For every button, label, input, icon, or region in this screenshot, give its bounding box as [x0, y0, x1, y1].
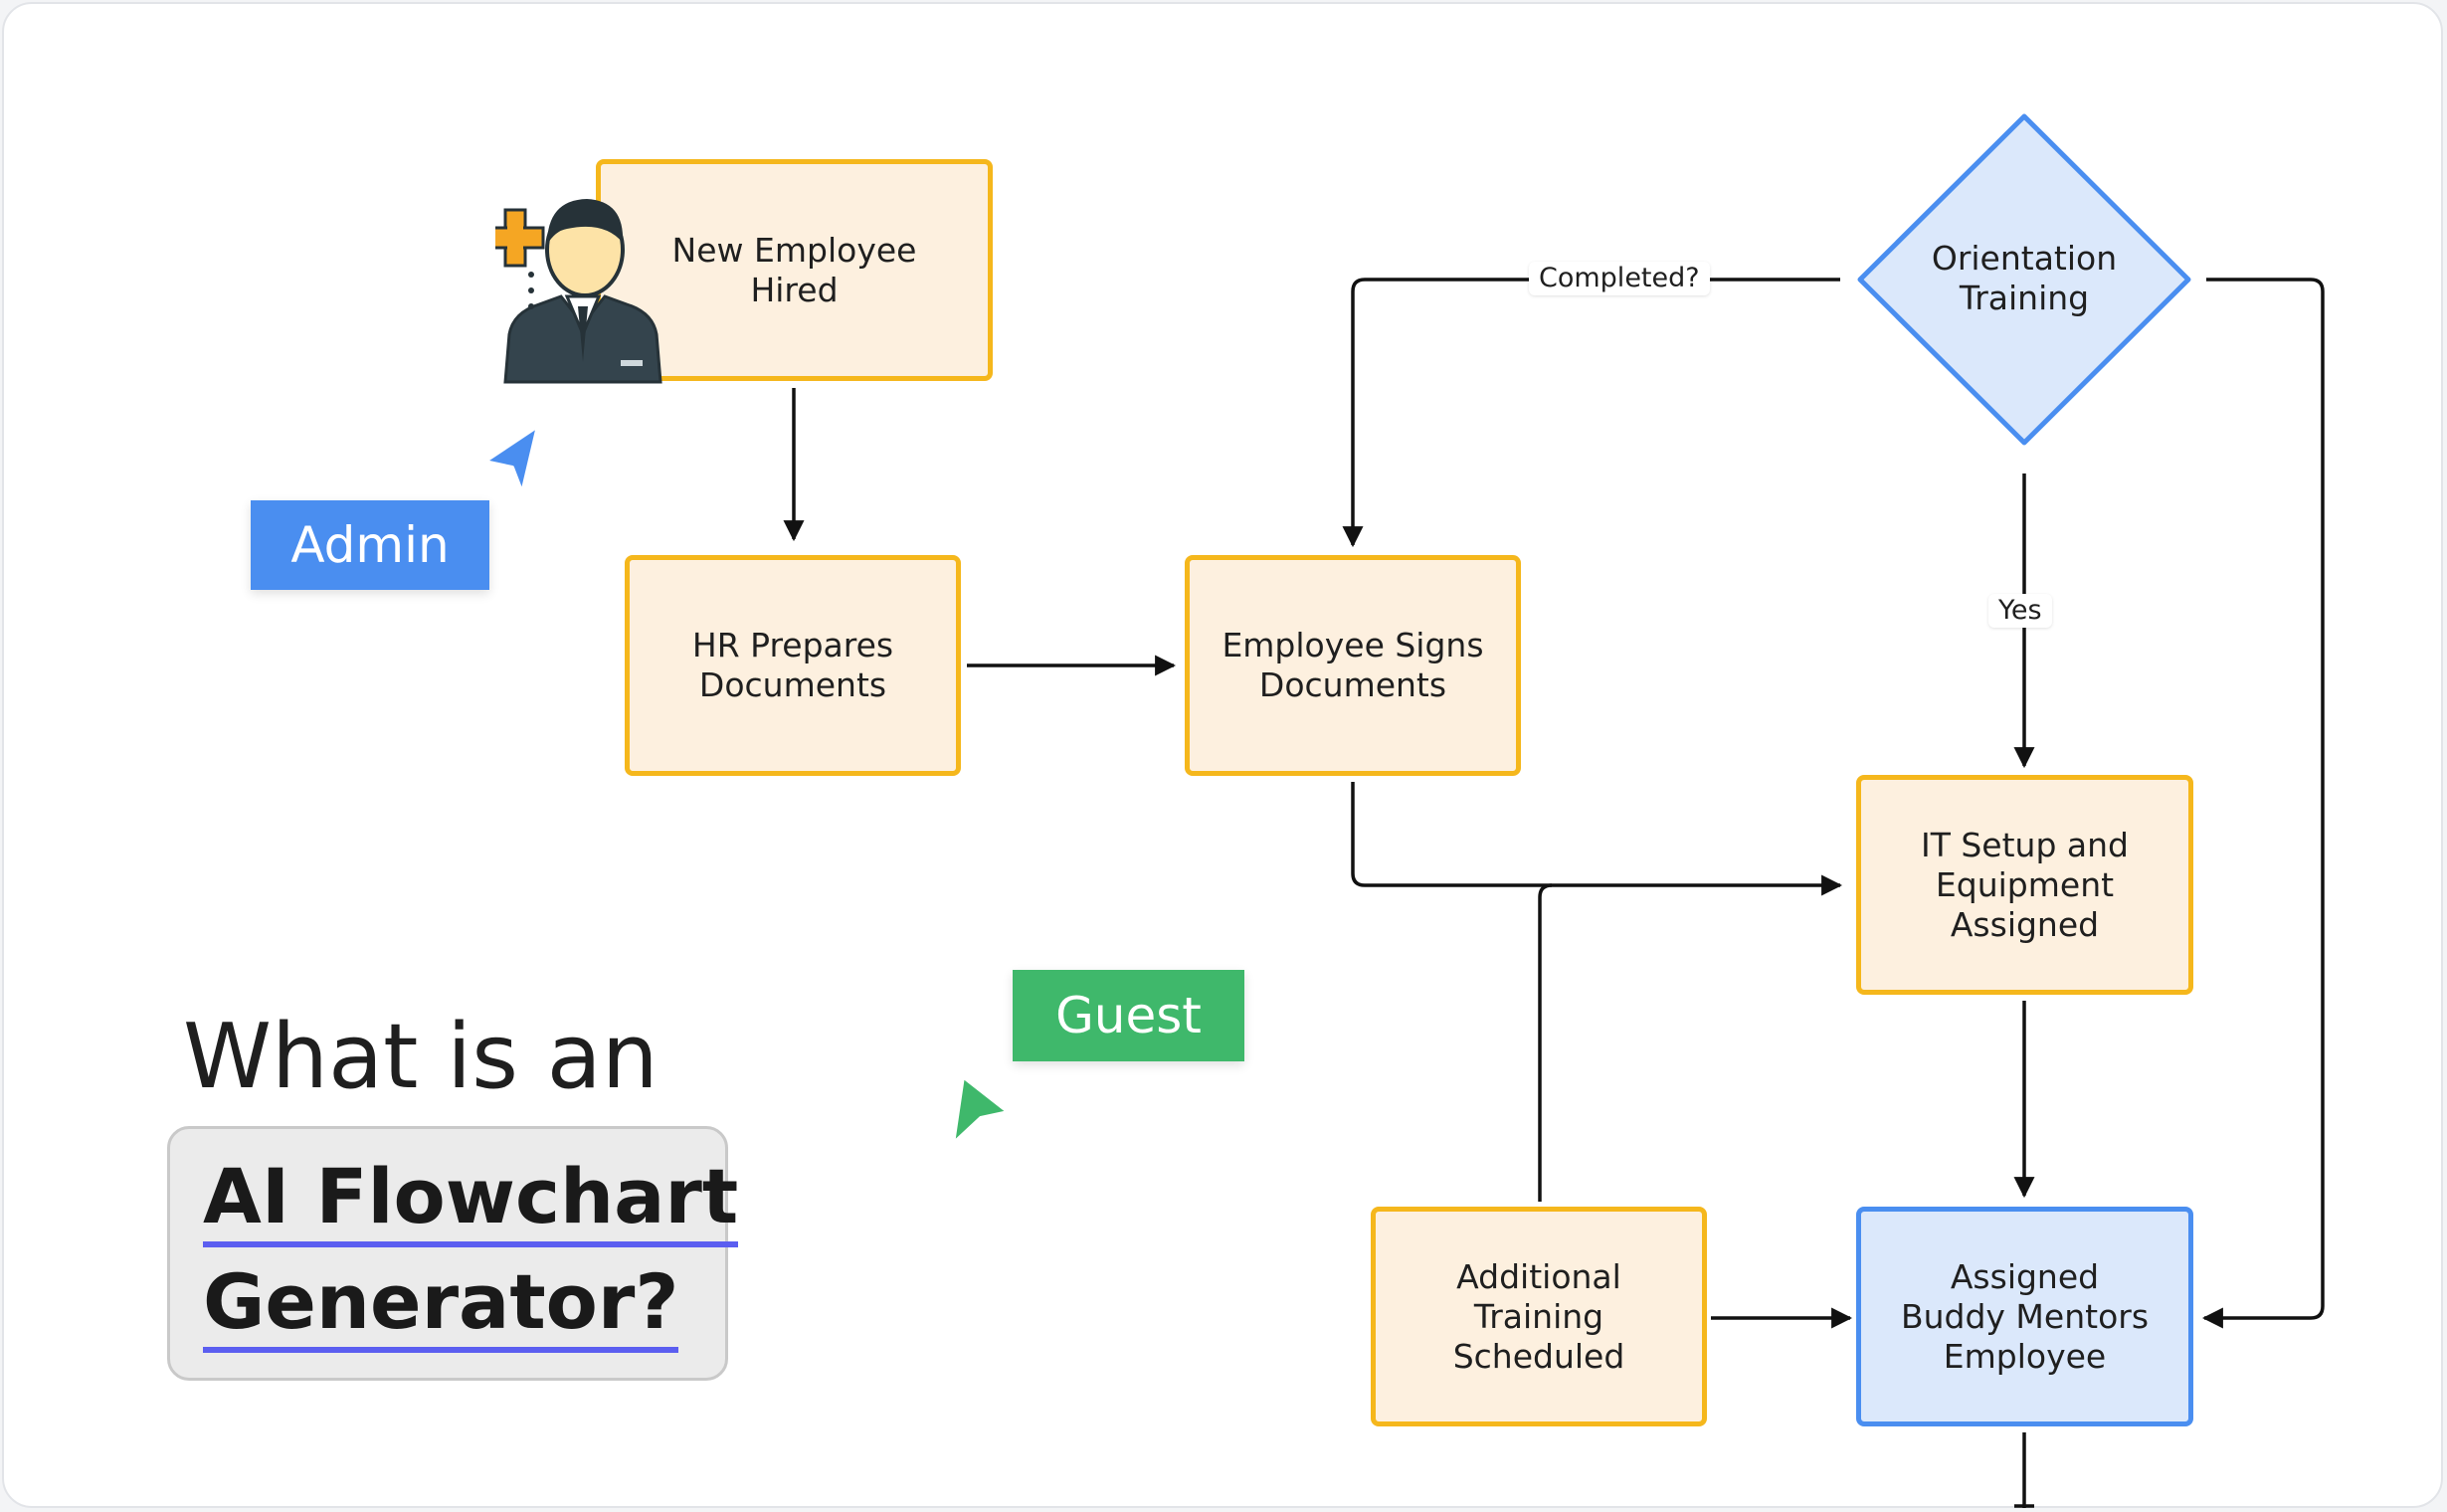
node-additional-training[interactable]: Additional Training Scheduled — [1371, 1207, 1707, 1426]
node-it-setup[interactable]: IT Setup and Equipment Assigned — [1856, 775, 2193, 995]
admin-cursor-icon — [482, 424, 540, 495]
headline-line3: Generator? — [203, 1257, 679, 1353]
guest-tag: Guest — [1013, 970, 1244, 1061]
edge-label-completed: Completed? — [1529, 262, 1710, 295]
edge-orientation-to-buddy — [2201, 278, 2325, 1329]
edge-orientation-to-signs — [1342, 278, 1840, 548]
node-employee-signs-documents[interactable]: Employee Signs Documents — [1185, 555, 1521, 776]
edge-additional-to-it — [1538, 883, 1553, 1202]
orientation-diamond-shape — [1857, 113, 2191, 446]
headline-highlight-box — [167, 1126, 728, 1381]
new-employee-icon — [495, 199, 662, 384]
node-new-employee-hired[interactable]: New Employee Hired — [596, 159, 993, 381]
admin-tag: Admin — [251, 500, 489, 590]
node-assigned-buddy[interactable]: Assigned Buddy Mentors Employee — [1856, 1207, 2193, 1426]
node-orientation-training[interactable]: Orientation Training — [1931, 239, 2118, 317]
headline-line2: AI Flowchart — [203, 1152, 739, 1247]
edge-label-yes: Yes — [1988, 594, 2052, 628]
headline-line1: What is an — [183, 1005, 659, 1109]
guest-cursor-icon — [951, 1074, 1011, 1146]
node-hr-prepares-documents[interactable]: HR Prepares Documents — [625, 555, 961, 776]
edge-signs-to-it — [1351, 782, 1843, 896]
